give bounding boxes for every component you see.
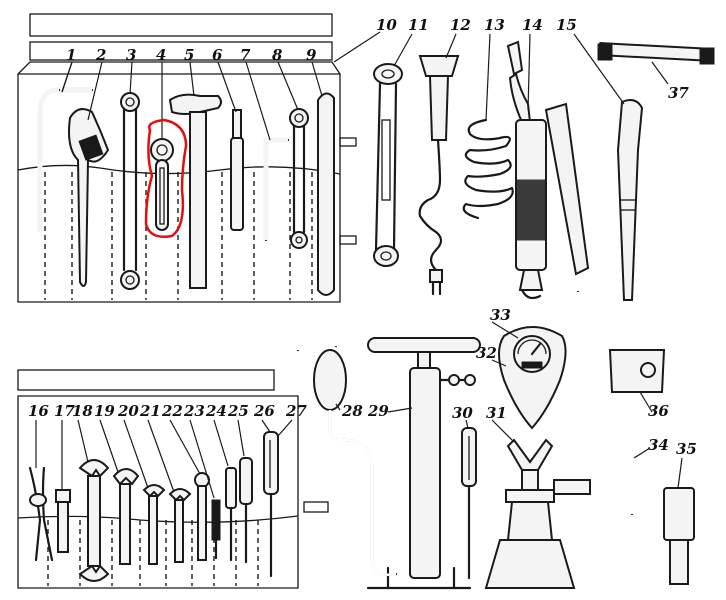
tool-6-drift [230,109,244,231]
tool-11-long-ring-wrench [373,63,403,267]
callout-21: 21 [139,402,161,420]
callout-30: 30 [452,404,473,422]
tool-34-crank-handle [575,290,635,516]
lower-tool-roll [17,369,329,589]
upper-roll-flap [29,13,333,37]
tool-16-pliers [28,466,54,562]
tool-33-pressure-gauge [513,335,551,373]
callout-28: 28 [341,402,363,420]
tool-26-test-screwdriver [263,431,279,578]
callout-2: 2 [95,46,106,64]
tool-8-box-spanner [289,108,309,249]
callout-34: 34 [648,436,669,454]
callout-5: 5 [184,46,194,64]
callout-12: 12 [450,16,471,34]
tool-21-open-wrench [168,488,192,563]
callout-22: 22 [161,402,183,420]
callout-9: 9 [306,46,317,64]
callout-14: 14 [522,16,543,34]
callout-25: 25 [227,402,249,420]
tool-12-inspection-lamp [418,55,460,296]
callout-18: 18 [72,402,93,420]
tool-35-spark-plug-socket [663,487,695,585]
callout-17: 17 [54,402,75,420]
tool-25-screwdriver [239,457,253,564]
pump-barrel [409,367,441,579]
callout-36: 36 [648,402,669,420]
lower-roll-tab [303,501,329,513]
callout-27: 27 [285,402,307,420]
pump-handle [367,337,481,353]
callout-26: 26 [253,402,275,420]
tool-20-open-wrench [142,484,166,565]
callout-16: 16 [28,402,49,420]
tool-1-angled-wrench [37,87,94,233]
tool-15-pry-bar [616,99,644,301]
tool-30-screwdriver [461,427,477,580]
callout-24: 24 [205,402,227,420]
upper-roll-body [17,73,341,303]
callout-15: 15 [556,16,577,34]
callout-37: 37 [668,84,689,102]
tool-37-socket-bar [597,42,715,65]
callout-6: 6 [212,46,223,64]
callout-23: 23 [183,402,205,420]
tool-14-grease-gun [506,40,590,300]
upper-roll-pocket-line [17,164,341,175]
upper-roll-tab-bottom [339,235,357,245]
lower-roll-body [17,395,299,589]
tool-17-socket [55,489,71,553]
callout-31: 31 [486,404,507,422]
tool-5-hammer [168,93,222,289]
callout-7: 7 [240,46,251,64]
tool-23-screwdriver [211,499,221,560]
tool-2-adjustable-wrench [68,108,110,287]
tool-4-ring-spanner [150,138,174,231]
callout-1: 1 [66,46,76,64]
callout-8: 8 [272,46,283,64]
tool-19-open-wrench [112,468,140,565]
upper-roll-top-edge [17,61,341,75]
tool-31-screw-jack [484,438,591,589]
tool-13-spring [462,118,514,220]
tool-22-ring-wrench [194,472,210,561]
upper-roll-stitches [44,172,313,300]
upper-roll-flap-inner [29,41,333,61]
callout-labels: 1 2 3 4 5 6 7 8 9 10 11 12 13 14 15 16 1… [28,16,697,458]
tool-18-open-wrench [78,459,110,582]
tool-7-hex-key [263,137,290,242]
tool-36-socket-head [608,349,666,393]
callout-35: 35 [676,440,697,458]
callout-33: 33 [490,306,511,324]
callout-13: 13 [484,16,505,34]
tool-29-tire-pump [366,337,481,590]
callout-32: 32 [476,344,497,362]
callout-10: 10 [376,16,397,34]
callout-11: 11 [408,16,429,34]
callout-19: 19 [94,402,115,420]
highlight-outline [144,118,188,238]
tool-9-tire-lever [317,92,335,296]
callout-3: 3 [126,46,136,64]
tool-28-pump-hose [295,321,398,576]
tool-24-screwdriver [225,467,237,562]
leader-lines [35,31,683,499]
callout-29: 29 [367,402,389,420]
tool-3-ring-wrench [120,92,140,290]
upper-roll-tab-top [339,137,357,147]
upper-tool-roll [17,13,357,303]
callout-20: 20 [117,402,139,420]
callout-4: 4 [156,46,166,64]
lower-roll-flap [17,369,275,391]
